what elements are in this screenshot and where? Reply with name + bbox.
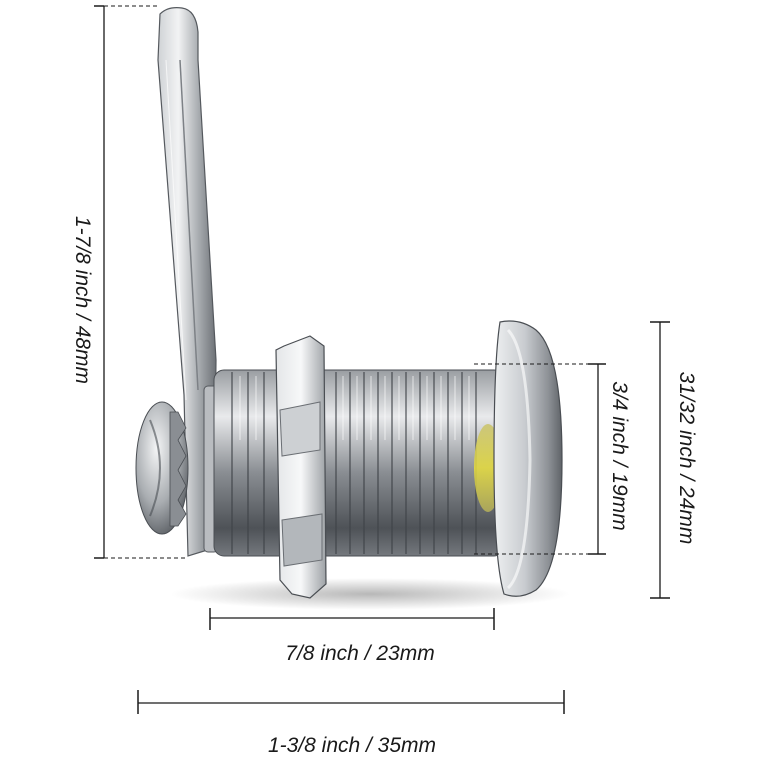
cam-lock-icon xyxy=(135,7,570,610)
label-thread-diameter: 3/4 inch / 19mm xyxy=(608,381,631,530)
label-body-length: 7/8 inch / 23mm xyxy=(285,642,434,665)
dimension-overall-length xyxy=(137,690,565,714)
flange xyxy=(493,320,563,597)
dimension-body-length xyxy=(209,608,495,630)
label-overall-length: 1-3/8 inch / 35mm xyxy=(268,734,436,757)
threaded-body xyxy=(213,369,505,557)
dimension-flange-diameter xyxy=(650,321,670,599)
dimension-thread-diameter xyxy=(474,363,606,555)
label-flange-diameter: 31/32 inch / 24mm xyxy=(675,372,698,545)
threads xyxy=(231,372,477,554)
label-overall-height: 1-7/8 inch / 48mm xyxy=(71,216,94,384)
dimension-overall-height xyxy=(94,5,188,559)
